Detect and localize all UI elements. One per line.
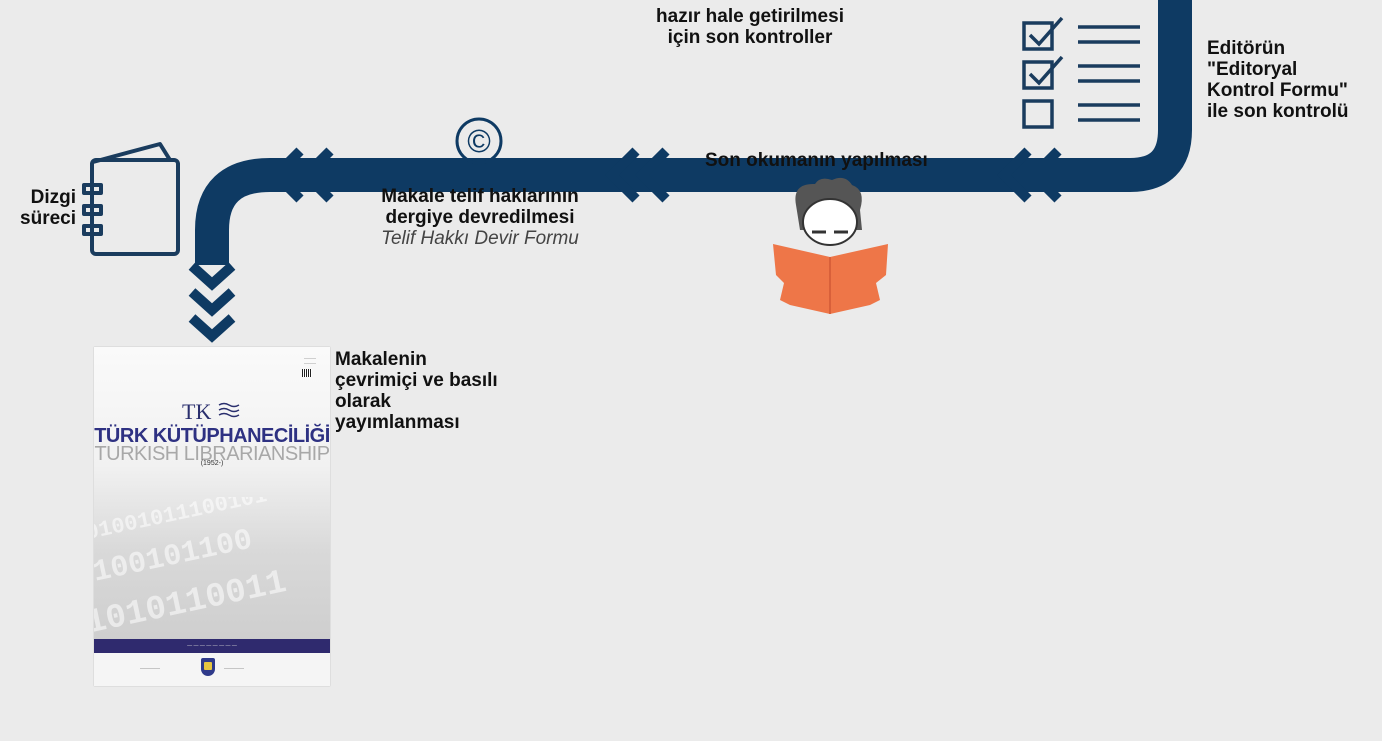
- copyright-line-1: Makale telif haklarının: [381, 186, 579, 207]
- final-checks-line-1: hazır hale getirilmesi: [656, 6, 844, 27]
- cover-year: (1952-): [200, 460, 224, 467]
- cover-issue-info: ——————: [304, 355, 316, 365]
- editor-check-label: Editörün "Editoryal Kontrol Formu" ile s…: [1207, 38, 1382, 122]
- copyright-line-2: dergiye devredilmesi: [385, 207, 575, 228]
- editor-check-line-2: "Editoryal: [1207, 59, 1298, 80]
- chevrons-down-group: [188, 262, 236, 343]
- cover-footer-right: —————: [224, 665, 244, 670]
- publication-line-1: Makalenin: [335, 349, 427, 370]
- copyright-symbol: ©: [467, 123, 491, 159]
- cover-logo: TK: [182, 399, 212, 424]
- cover-footer-left: —————: [140, 665, 160, 670]
- typesetting-line-2: süreci: [20, 208, 76, 229]
- editor-check-line-3: Kontrol Formu": [1207, 80, 1348, 101]
- publication-line-3: olarak: [335, 391, 391, 412]
- final-checks-label: hazır hale getirilmesi için son kontroll…: [620, 6, 880, 48]
- final-checks-line-2: için son kontroller: [667, 27, 833, 48]
- copyright-form-name: Telif Hakkı Devir Formu: [381, 228, 579, 249]
- cover-band-text: — — — — — — — —: [187, 643, 237, 649]
- cover-logo-waves: [218, 402, 240, 418]
- notebook-icon: [82, 142, 180, 256]
- checklist-icon: [1022, 16, 1140, 129]
- chevrons-left-group: [268, 147, 334, 203]
- proofreading-label: Son okumanın yapılması: [705, 150, 928, 171]
- chevrons-middle-group: [604, 147, 670, 203]
- publication-line-4: yayımlanması: [335, 412, 460, 433]
- editor-check-line-1: Editörün: [1207, 38, 1286, 59]
- copyright-transfer-label: Makale telif haklarının dergiye devredil…: [360, 186, 600, 249]
- chevrons-right-group: [996, 147, 1062, 203]
- cover-binary-pattern: 01001011100101 1100101100 01010110011: [94, 497, 290, 637]
- cover-subtitle: TURKISH LIBRARIANSHIP: [94, 443, 330, 465]
- journal-cover-image: —————— TK TÜRK KÜTÜPHANECİLİĞİ TURKISH L…: [94, 347, 330, 686]
- cover-band: [94, 639, 330, 653]
- cover-barcode: [302, 369, 312, 377]
- reader-icon: [773, 177, 888, 314]
- cover-title: TÜRK KÜTÜPHANECİLİĞİ: [94, 425, 330, 447]
- copyright-icon: [455, 117, 503, 165]
- cover-crest-icon: [201, 658, 215, 676]
- editor-check-line-4: ile son kontrolü: [1207, 101, 1349, 122]
- typesetting-line-1: Dizgi: [30, 187, 76, 208]
- publication-label: Makalenin çevrimiçi ve basılı olarak yay…: [335, 349, 555, 433]
- typesetting-label: Dizgi süreci: [8, 187, 76, 229]
- publication-line-2: çevrimiçi ve basılı: [335, 370, 498, 391]
